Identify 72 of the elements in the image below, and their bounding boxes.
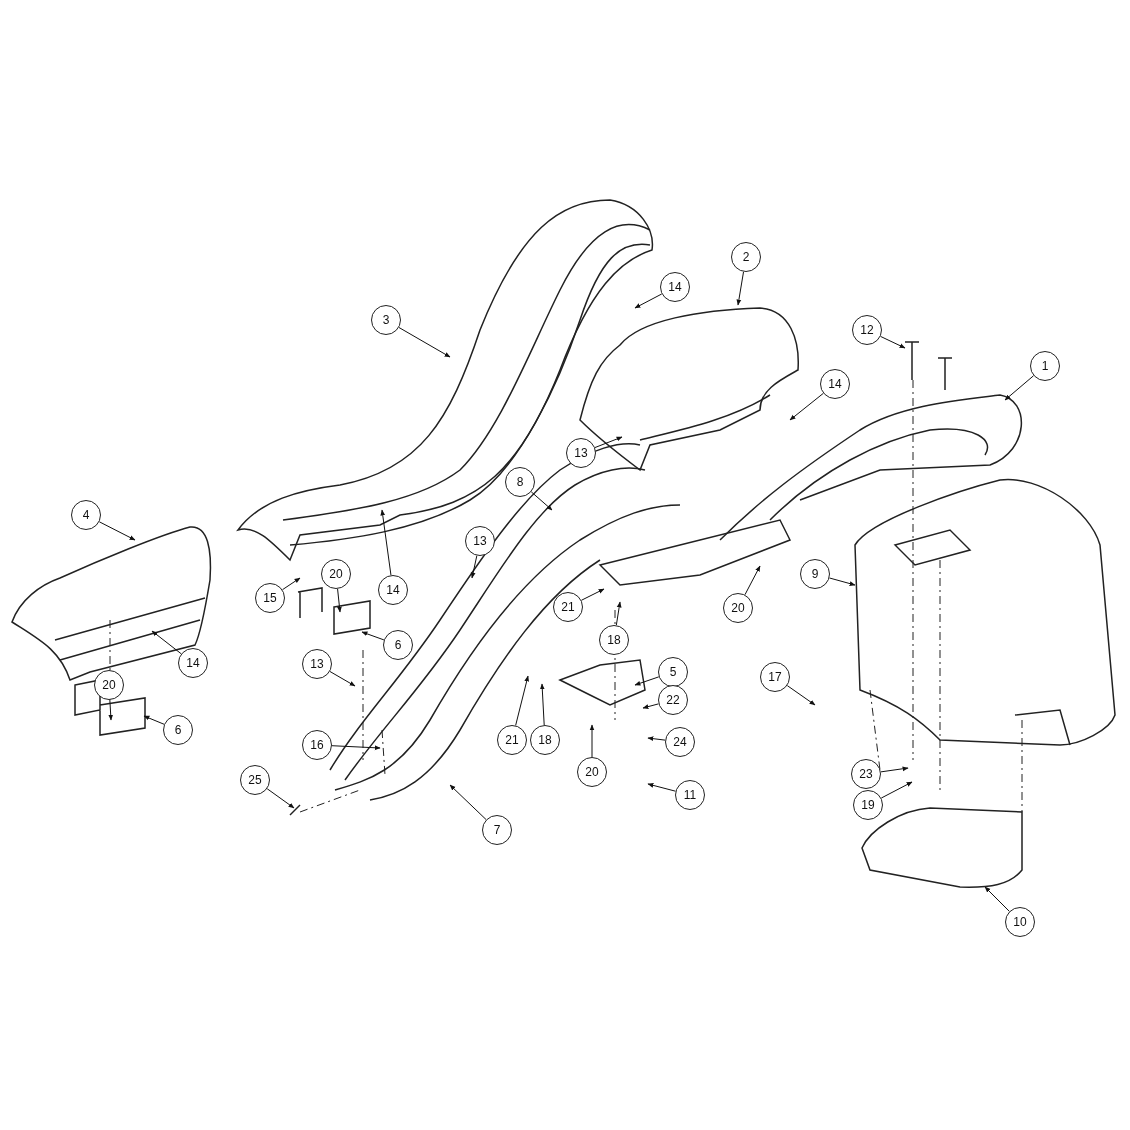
callout-number: 22 [658, 685, 688, 715]
leader-line [880, 766, 909, 773]
leader-line [828, 577, 856, 586]
callout-number: 12 [852, 315, 882, 345]
leader-line [647, 736, 666, 742]
leader-line [449, 784, 487, 821]
leader-line [642, 703, 659, 709]
callout-number: 20 [94, 670, 124, 700]
leader-line [470, 555, 478, 579]
callout-number: 9 [800, 559, 830, 589]
leader-line [151, 630, 182, 655]
leader-line [880, 335, 906, 349]
callout-number: 3 [371, 305, 401, 335]
callout-number: 19 [853, 790, 883, 820]
callout-number: 23 [851, 759, 881, 789]
callout-number: 13 [465, 526, 495, 556]
leader-line [736, 271, 745, 306]
leader-line [615, 601, 622, 626]
leader-line [266, 788, 295, 809]
leader-line [880, 781, 913, 799]
leader-line [984, 886, 1010, 912]
leader-line [634, 676, 660, 686]
callout-number: 1 [1030, 351, 1060, 381]
callout-number: 20 [723, 593, 753, 623]
leader-line [337, 588, 342, 613]
callout-number: 13 [566, 438, 596, 468]
leader-line [515, 675, 529, 726]
callout-number: 4 [71, 500, 101, 530]
leader-line [789, 392, 824, 421]
callout-number: 14 [820, 369, 850, 399]
leader-line [143, 715, 165, 725]
leader-line [282, 577, 301, 591]
callout-number: 14 [378, 575, 408, 605]
callout-number: 6 [383, 630, 413, 660]
leader-line [530, 491, 553, 511]
callout-number: 21 [497, 725, 527, 755]
callout-number: 2 [731, 242, 761, 272]
callout-number: 10 [1005, 907, 1035, 937]
callout-number: 25 [240, 765, 270, 795]
leader-line [329, 671, 356, 687]
callout-number: 24 [665, 727, 695, 757]
callout-number: 5 [658, 657, 688, 687]
callout-number: 8 [505, 467, 535, 497]
leader-line [634, 293, 663, 309]
leader-line [744, 565, 761, 596]
leader-line [398, 327, 451, 358]
callout-number: 11 [675, 780, 705, 810]
callout-number: 15 [255, 583, 285, 613]
callout-number: 6 [163, 715, 193, 745]
callout-number: 7 [482, 815, 512, 845]
callout-number: 13 [302, 649, 332, 679]
callout-number: 18 [599, 625, 629, 655]
callout-number: 17 [760, 662, 790, 692]
leader-line [647, 783, 676, 792]
leader-line [1004, 375, 1035, 401]
callout-number: 20 [321, 559, 351, 589]
leader-line [594, 436, 623, 449]
callout-number: 16 [302, 730, 332, 760]
leader-line [539, 683, 545, 726]
callout-number: 14 [660, 272, 690, 302]
leader-line [786, 685, 816, 706]
callout-number: 20 [577, 757, 607, 787]
callout-number: 14 [178, 648, 208, 678]
callout-number: 21 [553, 592, 583, 622]
callout-number: 18 [530, 725, 560, 755]
leader-line [361, 631, 385, 641]
leader-line [331, 745, 381, 751]
leader-line [580, 588, 605, 601]
leader-line [589, 724, 595, 758]
leader-line [98, 521, 136, 541]
leader-line [108, 699, 114, 721]
leader-line [380, 509, 392, 576]
